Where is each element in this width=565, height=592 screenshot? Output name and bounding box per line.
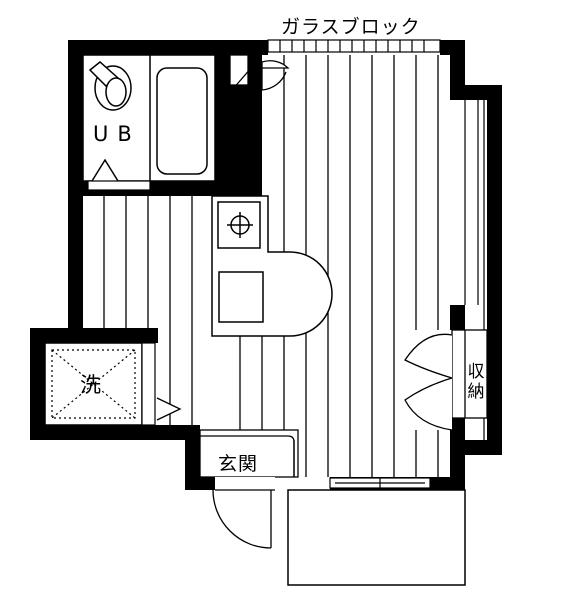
floorboards-hall	[103, 196, 263, 430]
washer-area	[44, 342, 182, 426]
glass-block-label: ガラスブロック	[281, 16, 421, 38]
floorboards-main-room	[283, 55, 439, 477]
toilet-icon	[88, 61, 132, 111]
entrance-label: 玄関	[218, 453, 259, 475]
balcony	[287, 489, 466, 586]
kitchen-counter	[211, 195, 333, 337]
entrance	[199, 429, 299, 549]
unit-bath-label: UB	[93, 122, 141, 146]
shaft-door	[229, 54, 290, 91]
sink-icon	[218, 271, 264, 323]
closet	[404, 329, 488, 431]
washer-door-icon	[156, 397, 182, 421]
bottom-window	[329, 477, 431, 489]
washer-label: 洗	[80, 373, 101, 397]
bath-room	[82, 54, 216, 191]
storage-label: 収納	[467, 362, 485, 402]
glass-block-strip	[267, 39, 441, 53]
bathtub-icon	[156, 67, 208, 175]
bath-door-icon	[91, 158, 119, 182]
